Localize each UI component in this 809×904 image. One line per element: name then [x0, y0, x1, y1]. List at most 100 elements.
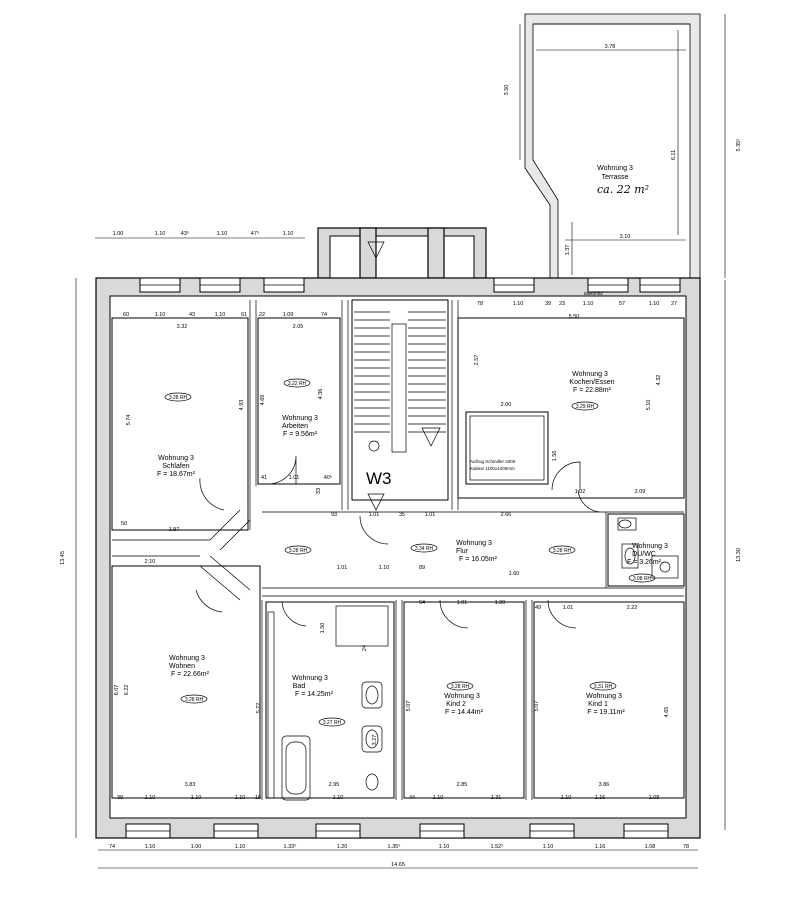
dim-text: 1.10	[145, 795, 156, 801]
dim-text: 1.09	[283, 312, 294, 318]
terrace-dim-bottom: 3.10	[620, 234, 631, 240]
room-wohnen-name: Wohnung 3	[169, 655, 205, 662]
elevator-line1: Aufzug Schindler 3300	[470, 459, 516, 464]
dim-text: 1.10	[513, 301, 524, 307]
bottom-dim: 74	[109, 844, 115, 850]
bottom-dim: 1.33⁵	[284, 843, 297, 850]
dim-text: 23	[559, 301, 565, 307]
room-schlafen-sub: Schlafen	[162, 463, 189, 470]
dim-text: 1.50	[320, 623, 326, 634]
top-dim: 1.10	[217, 231, 228, 237]
windows	[125, 277, 681, 839]
dim-text: 33	[316, 488, 322, 494]
dim-text: 2.95	[329, 782, 340, 788]
dim-text: 5.50	[569, 314, 580, 320]
bottom-dim: 1.10	[543, 844, 554, 850]
room-dimensions: 3.32 60 1.10 43 1.10 61 5.74 4.93 2.05 2…	[114, 301, 677, 801]
dim-text: 50	[121, 521, 127, 527]
terrace: 3.78 3.50 6.11 3.10 1.37 5.35⁵ Wohnung 3…	[504, 13, 742, 279]
dim-text: 4.65	[664, 707, 670, 718]
dim-text: 1.01	[289, 475, 300, 481]
stair-label: W3	[366, 469, 392, 488]
bottom-dim: 1.16	[595, 844, 606, 850]
dim-text: 3.83	[185, 782, 196, 788]
rh-tag: 3.28 RH	[553, 548, 572, 554]
top-dimensions: 1.00 1.10 43⁵ 1.10 47⁵ 1.10	[95, 230, 305, 239]
dim-text: 1.97	[169, 527, 180, 533]
rh-tag: 3.28 RH	[185, 697, 204, 703]
dim-text: 43	[189, 312, 195, 318]
dim-text: 6.22	[124, 685, 130, 696]
room-kochen-sub: Kochen/Essen	[569, 379, 614, 386]
room-kind1-sub: Kind 1	[588, 701, 608, 708]
handwritten-note: ca. 22 m²	[597, 183, 649, 196]
dim-text: 3.32	[177, 324, 188, 330]
dim-text: 1.10	[379, 565, 390, 571]
room-flur-sub: Flur	[456, 548, 469, 555]
dim-text: 35	[399, 512, 405, 518]
dim-text: 1.10	[583, 301, 594, 307]
height-tags: 3.28 RH 3.22 RH 3.29 RH 3.28 RH 3.34 RH …	[164, 378, 656, 727]
dim-text: 1.10	[215, 312, 226, 318]
room-labels: Wohnung 3 Schlafen F = 18.67m² Wohnung 3…	[157, 371, 668, 716]
dim-text: 2.00	[501, 402, 512, 408]
dim-text: 40⁵	[324, 474, 332, 481]
dim-text: 1.60	[509, 571, 520, 577]
top-dim: 1.10	[283, 231, 294, 237]
room-flur-area: F = 16.05m²	[459, 556, 498, 563]
room-kind1-name: Wohnung 3	[586, 693, 622, 700]
dim-text: 1.08	[649, 795, 660, 801]
dim-text: 4.93	[239, 400, 245, 411]
dim-text: 60	[123, 312, 129, 318]
room-arbeiten-sub: Arbeiten	[282, 423, 308, 430]
dim-text: 1.01	[369, 512, 380, 518]
dim-text: 57	[619, 301, 625, 307]
dim-text: 1.10	[561, 795, 572, 801]
left-total: 13.45	[60, 551, 66, 565]
dim-text: 1.10	[235, 795, 246, 801]
dim-text: 1.10	[649, 301, 660, 307]
room-wohnen-sub: Wohnen	[169, 663, 195, 670]
dim-text: 2.10	[145, 559, 156, 565]
rh-tag: 3.28 RH	[289, 548, 308, 554]
elevator-line2: Kabine 1100x1400mm	[470, 466, 515, 471]
dim-text: 1.00	[495, 600, 506, 606]
dim-text: 2.85	[457, 782, 468, 788]
room-duwc-area: F = 3.26m²	[627, 559, 662, 566]
dim-text: 2.05	[293, 324, 304, 330]
dim-text: 5.07	[534, 701, 540, 712]
rh-tag: 3.28 RH	[451, 684, 470, 690]
dim-text: 74	[321, 312, 327, 318]
dim-text: 4.32	[656, 375, 662, 386]
dim-text: 1.01	[337, 565, 348, 571]
room-kochen-name: Wohnung 3	[572, 371, 608, 378]
balcony-door-label: Balkontür	[584, 291, 604, 296]
room-kind1-area: F = 19.11m²	[587, 709, 625, 716]
dim-text: 39	[117, 795, 123, 801]
room-bad-area: F = 14.25m²	[295, 691, 334, 698]
rh-tag: 3.29 RH	[576, 404, 595, 410]
interior-walls	[112, 300, 684, 800]
staircase: W3	[351, 241, 449, 511]
room-bad-name: Wohnung 3	[292, 675, 328, 682]
dim-text: 89	[419, 565, 425, 571]
dim-text: 2.22	[627, 605, 638, 611]
dim-text: 1.01	[457, 600, 468, 606]
dim-text: 5.22	[256, 703, 262, 714]
rh-tag: 3.22 RH	[288, 381, 307, 387]
top-dim: 1.10	[155, 231, 166, 237]
doors	[195, 455, 601, 629]
dim-text: 22	[259, 312, 265, 318]
dim-text: 1.56	[552, 451, 558, 462]
top-dim: 47⁵	[251, 230, 259, 237]
dim-text: 1.10	[433, 795, 444, 801]
dim-text: 49	[535, 605, 541, 611]
bathroom-fixtures	[267, 517, 679, 801]
room-schlafen-area: F = 18.67m²	[157, 471, 196, 478]
terrace-dim-right: 6.11	[671, 150, 677, 160]
rh-tag: 3.08 RH	[633, 576, 652, 582]
dim-text: 27	[671, 301, 677, 307]
room-wohnen-area: F = 22.66m²	[171, 671, 210, 678]
terrace-dim-far: 5.35⁵	[735, 139, 742, 152]
